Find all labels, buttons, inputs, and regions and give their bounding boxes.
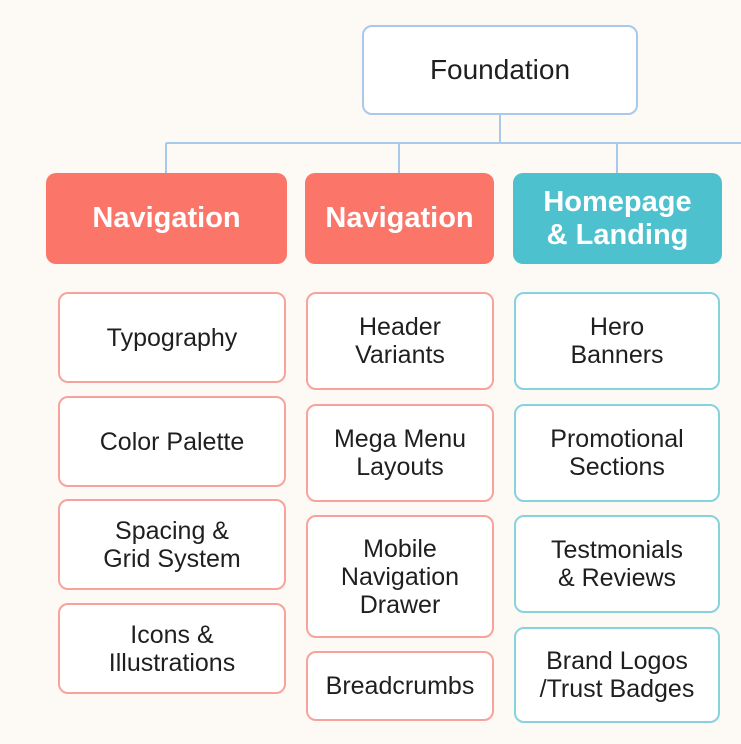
- column-1-item-icons-illustrations: Icons & Illustrations: [58, 603, 286, 694]
- column-2-item-header-variants: Header Variants: [306, 292, 494, 390]
- column-2-header: Navigation: [305, 173, 494, 264]
- column-2-item-breadcrumbs: Breadcrumbs: [306, 651, 494, 721]
- column-1-header: Navigation: [46, 173, 287, 264]
- root-node: Foundation: [362, 25, 638, 115]
- column-3-header: Homepage & Landing: [513, 173, 722, 264]
- column-2-item-mobile-drawer: Mobile Navigation Drawer: [306, 515, 494, 638]
- column-1-item-typography: Typography: [58, 292, 286, 383]
- column-2-item-mega-menu: Mega Menu Layouts: [306, 404, 494, 502]
- column-3-item-brand-logos: Brand Logos /Trust Badges: [514, 627, 720, 723]
- column-3-item-testimonials: Testmonials & Reviews: [514, 515, 720, 613]
- column-3-item-promotional: Promotional Sections: [514, 404, 720, 502]
- column-1-item-color-palette: Color Palette: [58, 396, 286, 487]
- column-1-item-spacing-grid: Spacing & Grid System: [58, 499, 286, 590]
- column-3-item-hero-banners: Hero Banners: [514, 292, 720, 390]
